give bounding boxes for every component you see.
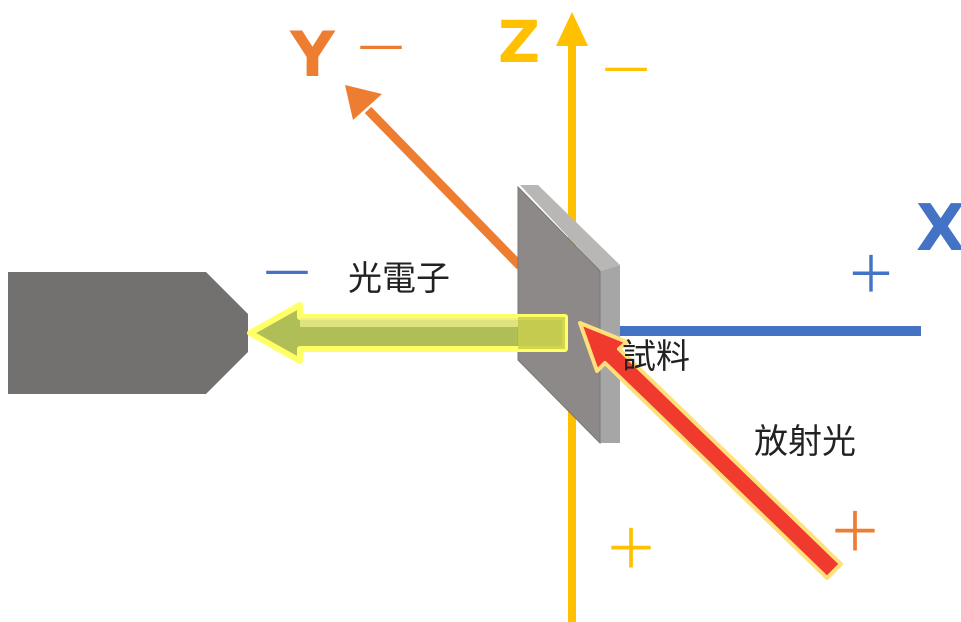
detector-body [8, 272, 248, 394]
y-axis-plus-sign: ＋ [828, 501, 882, 564]
y-axis-arrowhead [345, 85, 382, 120]
photoelectron-source-spot [518, 317, 565, 349]
z-axis-label: Z [498, 8, 540, 76]
x-axis-minus-sign: — [264, 242, 310, 296]
y-axis-label: Y [289, 18, 336, 91]
z-axis-plus-sign: ＋ [604, 518, 658, 581]
sample-plate-top [520, 185, 620, 271]
radiation-beam [578, 321, 843, 580]
y-axis-line [364, 106, 524, 270]
sample-label: 試料 [622, 337, 690, 377]
z-axis-arrowhead [556, 12, 588, 46]
photoelectron-arrow-highlight [300, 318, 518, 327]
y-axis-minus-sign: — [358, 17, 404, 71]
photoelectron-label: 光電子 [348, 259, 450, 299]
radiation-label: 放射光 [754, 422, 856, 462]
z-axis-minus-sign: — [603, 39, 649, 93]
x-axis-plus-sign: ＋ [846, 246, 896, 304]
x-axis-label: X [916, 192, 961, 266]
